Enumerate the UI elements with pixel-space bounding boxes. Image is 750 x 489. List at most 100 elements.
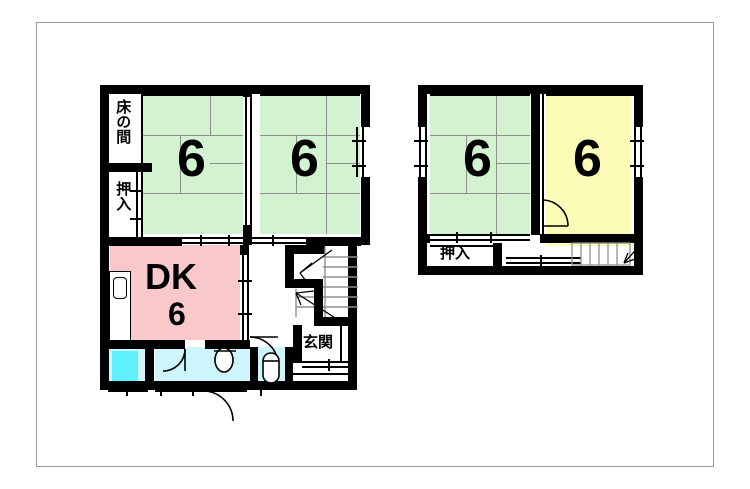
washitsu-1-fill <box>143 94 243 234</box>
partition-line <box>250 94 252 234</box>
partition-line <box>247 255 249 341</box>
washitsu-3-fill <box>430 94 530 234</box>
tatami-seam <box>210 94 211 135</box>
genkan-label: 玄関 <box>303 333 334 351</box>
exterior-wall-right-bottom <box>348 325 357 390</box>
sink-basin <box>113 277 127 299</box>
genkan-tick <box>328 359 330 371</box>
tatami-seam <box>496 94 497 234</box>
tatami-seam <box>260 135 360 136</box>
door-tick <box>238 313 252 315</box>
oshiire-tick <box>130 190 142 192</box>
oshiire-edge <box>141 172 143 237</box>
genkan-edge <box>302 361 350 363</box>
tatami-seam <box>143 193 243 194</box>
fusuma-tick <box>160 85 162 95</box>
door-tick <box>238 280 252 282</box>
window-frame-2f <box>634 127 636 177</box>
wall-dk-washroom-right <box>205 340 250 349</box>
window-tick <box>352 140 366 142</box>
fusuma-tick <box>312 85 314 95</box>
tatami-seam <box>260 193 360 194</box>
fusuma-tick <box>568 85 570 95</box>
window-frame-2f <box>425 127 427 177</box>
window-frame <box>356 127 358 177</box>
dk-size-label: 6 <box>168 296 186 332</box>
door-tick <box>192 385 194 396</box>
fusuma-tick <box>228 85 230 95</box>
fusuma-tick <box>448 85 450 95</box>
fusuma-track <box>143 94 243 96</box>
partition-washitsu-2f <box>531 85 540 235</box>
partition-washitsu-bottom <box>243 225 252 245</box>
door-tick <box>260 385 262 396</box>
tatami-seam <box>430 135 530 136</box>
counter-line <box>100 330 110 332</box>
exterior-wall-top-2f <box>418 85 643 94</box>
wall-segment <box>306 237 361 246</box>
washitsu-2-size-label: 6 <box>290 130 319 188</box>
partition-line <box>542 94 544 236</box>
wall-corridor-right <box>540 234 634 243</box>
stair-wall-bottom1 <box>285 279 323 288</box>
fusuma-track <box>546 94 634 96</box>
oshiire-wall-right-2f <box>493 243 502 267</box>
exterior-wall-bottom <box>100 381 290 390</box>
washitsu-3-size-label: 6 <box>463 130 492 188</box>
door-track <box>108 390 148 392</box>
wall-washroom-right <box>250 347 258 389</box>
exterior-wall-right <box>361 85 370 127</box>
counter-line <box>100 305 110 307</box>
fusuma-track <box>260 94 360 96</box>
exterior-wall-bottom-right <box>285 381 357 390</box>
genkan-step <box>340 325 342 363</box>
washitsu-4-size-label: 6 <box>573 130 602 188</box>
door-track <box>155 390 247 392</box>
fusuma-tick <box>195 85 197 95</box>
genkan-edge <box>302 366 350 368</box>
washitsu-2-fill <box>260 94 360 234</box>
exterior-wall-bottom-2f <box>418 266 643 275</box>
tatami-seam <box>496 163 530 164</box>
fusuma-track <box>430 94 530 96</box>
shoji-track <box>252 242 306 244</box>
fusuma-tick <box>278 85 280 95</box>
exterior-wall-left-mid-2f <box>418 177 427 275</box>
wall-room-corridor-left <box>418 234 430 243</box>
exterior-wall-right-mid <box>361 177 370 245</box>
fusuma-tick <box>604 85 606 95</box>
door-tick <box>126 385 128 396</box>
tatami-seam <box>326 94 327 234</box>
washitsu-1-size-label: 6 <box>177 130 206 188</box>
corridor-track <box>506 257 581 259</box>
tokonoma-edge <box>141 94 143 164</box>
door-tick <box>200 235 202 246</box>
tokonoma-label: 床の間 <box>114 99 133 144</box>
wall-dk-washroom <box>100 340 185 349</box>
shoji-track <box>252 237 306 239</box>
exterior-wall-left-2f <box>418 85 427 127</box>
stair-wall-bottom2 <box>314 317 357 326</box>
oshiire-edge <box>430 245 494 247</box>
window-tick <box>630 140 644 142</box>
genkan-wall-left <box>293 325 302 363</box>
window-frame <box>362 127 364 177</box>
window-tick <box>414 140 428 142</box>
door-tick <box>228 235 230 246</box>
window-tick <box>414 165 428 167</box>
partition-washitsu <box>243 85 252 97</box>
fusuma-tick <box>481 85 483 95</box>
corridor-track <box>506 262 581 264</box>
tatami-seam <box>210 163 243 164</box>
bathtub-fill <box>112 351 138 385</box>
shoji-track <box>182 242 243 244</box>
window-frame-2f <box>419 127 421 177</box>
door-tick <box>160 385 162 396</box>
door-tick <box>540 255 542 267</box>
shoji-track <box>430 239 530 241</box>
tatami-seam <box>430 193 530 194</box>
oshiire-tick <box>130 218 142 220</box>
wall-toilet-right <box>285 347 293 389</box>
exterior-wall-left-lower <box>100 245 109 390</box>
